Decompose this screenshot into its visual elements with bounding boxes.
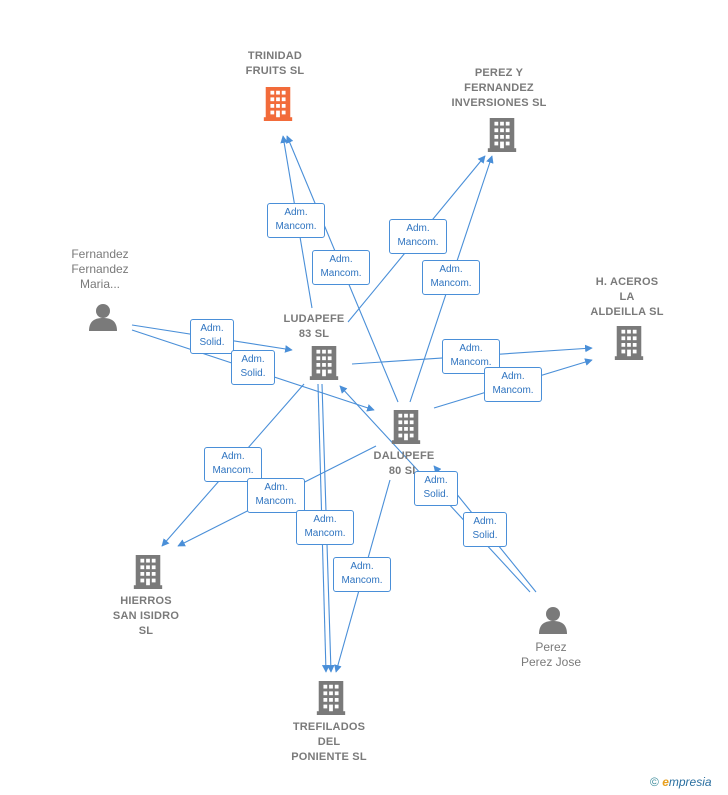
node-label-line: SL [138,625,154,637]
edge-label-adm-mancom: Adm. Mancom. [333,557,391,592]
node-label-line: Fernandez [71,247,129,261]
dalupefe-building-icon [391,410,421,444]
edge-label-line: Solid. [199,337,225,348]
edge-label-adm-mancom: Adm. Mancom. [389,219,447,254]
node-label-line: Fernandez [71,262,129,276]
edge-label-adm-mancom: Adm. Mancom. [267,203,325,238]
aceros-building-icon [614,326,644,360]
node-label-line: DEL [317,736,341,748]
node-label-line: 80 SL [388,465,420,477]
edge-label-line: Adm. [241,354,265,365]
copyright-icon: © [650,775,659,789]
trinidad-building-icon [263,87,293,121]
node-h-aceros-la-aldeilla[interactable]: H. ACEROS LA ALDEILLA SL [572,275,682,320]
edge-label-line: Mancom. [430,278,472,289]
node-label-line: ALDEILLA SL [590,306,664,318]
edge-label-adm-solid: Adm. Solid. [463,512,507,547]
node-label-line: LA [619,291,635,303]
edge-label-line: Mancom. [397,237,439,248]
perez-fernandez-building-icon [487,118,517,152]
node-hierros-san-isidro[interactable]: HIERROS SAN ISIDRO SL [96,594,196,639]
edge-label-adm-solid: Adm. Solid. [231,350,275,385]
edge-label-line: Solid. [423,489,449,500]
node-fernandez-fernandez-maria[interactable]: Fernandez Fernandez Maria... [55,247,145,292]
edge-label-line: Adm. [350,561,374,572]
node-label-line: FERNANDEZ [464,82,534,94]
edge-label-adm-mancom: Adm. Mancom. [204,447,262,482]
node-label-line: LUDAPEFE [283,313,345,325]
node-label-line: 83 SL [298,328,330,340]
node-label-line: HIERROS [120,595,172,607]
edge-label-line: Mancom. [212,465,254,476]
trefilados-building-icon [316,681,346,715]
node-label-line: DALUPEFE [373,450,435,462]
node-trinidad-fruits[interactable]: TRINIDAD FRUITS SL [215,49,335,79]
edge-label-line: Mancom. [492,385,534,396]
node-label-line: Perez [535,640,567,654]
edge-label-line: Adm. [200,323,224,334]
edge-label-line: Adm. [501,371,525,382]
fernandez-person-icon [89,304,117,331]
edge-label-adm-mancom: Adm. Mancom. [422,260,480,295]
edge-label-line: Mancom. [320,268,362,279]
edge-label-line: Mancom. [341,575,383,586]
edge-label-line: Adm. [284,207,308,218]
edge-label-line: Adm. [264,482,288,493]
edge-label-line: Mancom. [304,528,346,539]
edge-label-line: Adm. [459,343,483,354]
ludapefe-building-icon [309,346,339,380]
perez-person-icon [539,607,567,634]
node-label-line: Perez Jose [520,655,582,669]
node-label-line: INVERSIONES SL [451,97,547,109]
edge-label-adm-solid: Adm. Solid. [190,319,234,354]
node-perez-perez-jose[interactable]: Perez Perez Jose [506,640,596,670]
brand-logo-initial: e [662,775,669,789]
edge-label-line: Adm. [406,223,430,234]
node-perez-fernandez-inversiones[interactable]: PEREZ Y FERNANDEZ INVERSIONES SL [434,66,564,111]
edge-label-line: Mancom. [255,496,297,507]
node-label-line: PONIENTE SL [291,751,367,763]
edge-label-line: Mancom. [275,221,317,232]
edge-label-line: Adm. [439,264,463,275]
edge-label-adm-mancom: Adm. Mancom. [247,478,305,513]
edge-label-line: Solid. [240,368,266,379]
edge-label-line: Adm. [473,516,497,527]
node-label-line: TRINIDAD [247,50,303,62]
node-label-line: PEREZ Y [474,67,524,79]
edge-label-line: Adm. [424,475,448,486]
node-label-line: SAN ISIDRO [112,610,180,622]
node-ludapefe-83[interactable]: LUDAPEFE 83 SL [264,312,364,342]
brand-logo-text: mpresia [668,775,712,789]
node-label-line: Maria... [79,277,120,291]
edge-label-adm-mancom: Adm. Mancom. [484,367,542,402]
edge-label-line: Adm. [221,451,245,462]
edge-label-adm-solid: Adm. Solid. [414,471,458,506]
edge-label-adm-mancom: Adm. Mancom. [296,510,354,545]
empresia-watermark: © empresia [650,775,712,789]
edge-label-line: Adm. [329,254,353,265]
node-dalupefe-80[interactable]: DALUPEFE 80 SL [354,449,454,479]
node-trefilados-del-poniente[interactable]: TREFILADOS DEL PONIENTE SL [274,720,384,765]
node-label-line: H. ACEROS [595,276,659,288]
edge-label-line: Mancom. [450,357,492,368]
hierros-building-icon [133,555,163,589]
edge-label-line: Solid. [472,530,498,541]
edge-label-line: Adm. [313,514,337,525]
node-label-line: TREFILADOS [292,721,366,733]
node-label-line: FRUITS SL [245,65,305,77]
edge-label-adm-mancom: Adm. Mancom. [312,250,370,285]
